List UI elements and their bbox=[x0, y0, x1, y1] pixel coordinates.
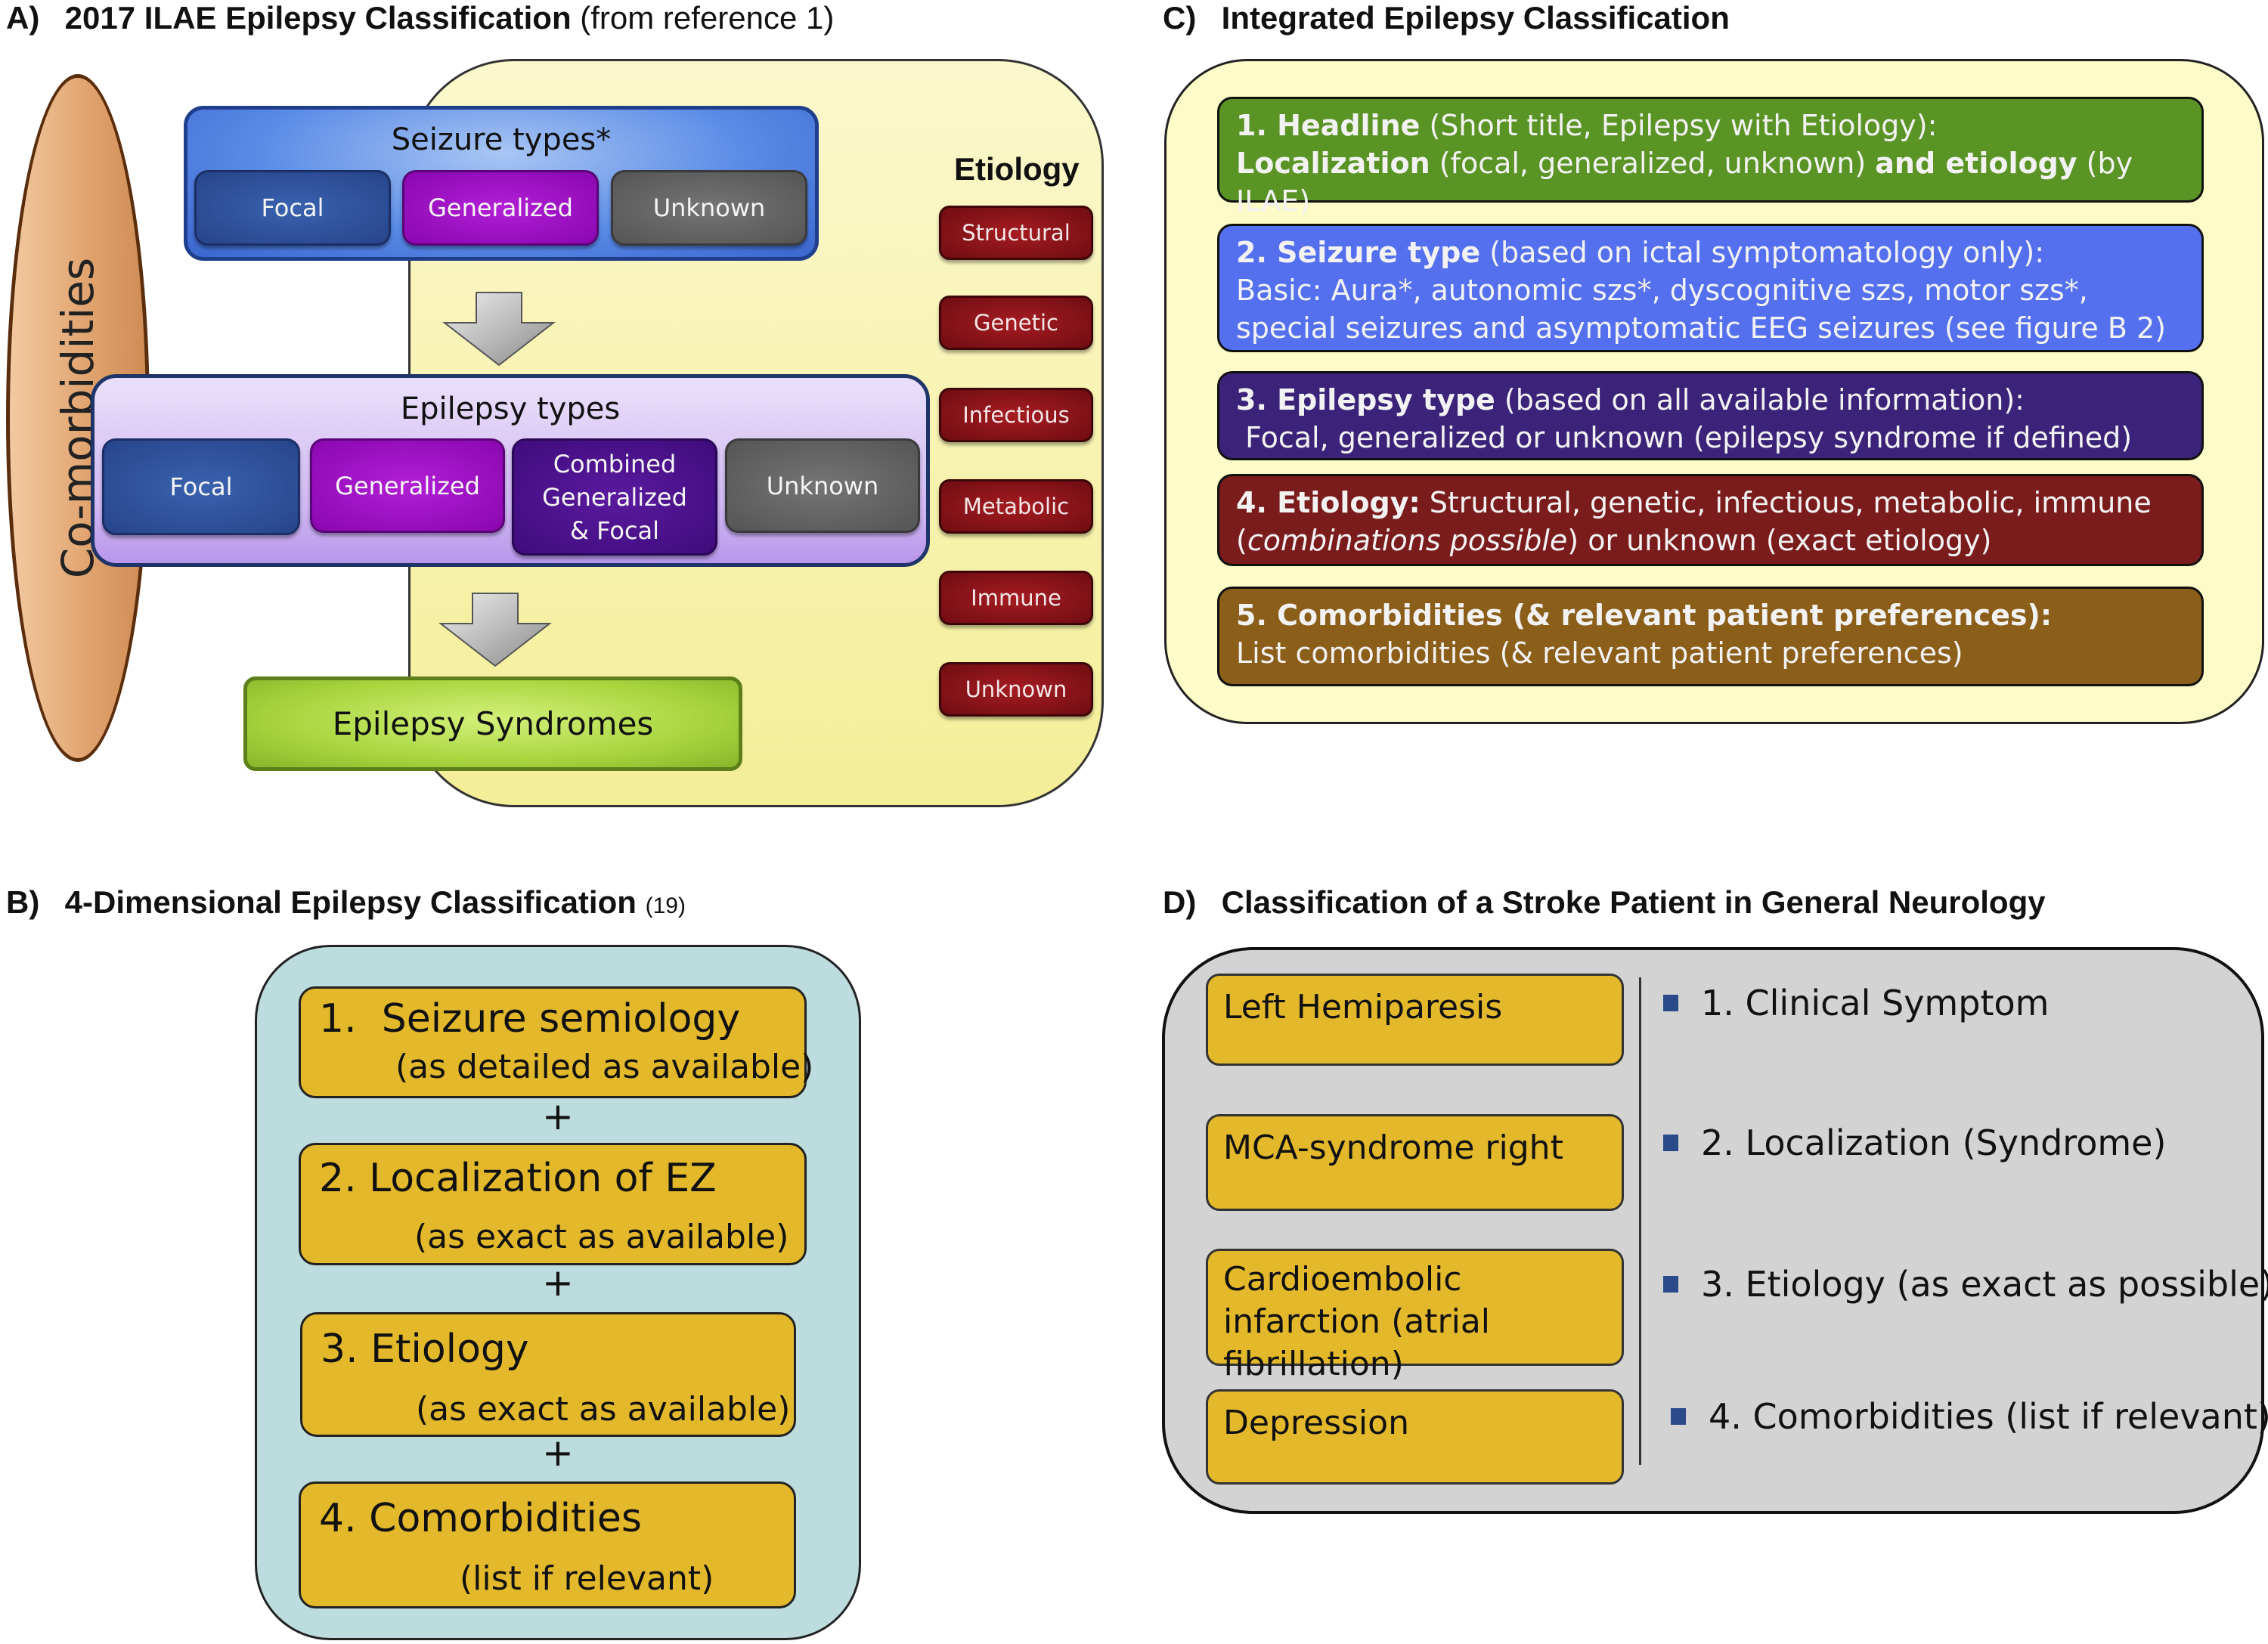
panel-a-title-suffix: (from reference 1) bbox=[580, 0, 835, 36]
bullet-icon bbox=[1663, 1276, 1678, 1293]
seizure-type-generalized: Generalized bbox=[402, 170, 599, 246]
b-row-sub: (as exact as available) bbox=[414, 1218, 789, 1256]
epilepsy-type-focal: Focal bbox=[102, 438, 300, 535]
c-row-epilepsy-type: 3. Epilepsy type (based on all available… bbox=[1217, 371, 2204, 460]
combined-line-3: & Focal bbox=[569, 515, 660, 545]
d-item-comorbidities: 4. Comorbidities (list if relevant) bbox=[1671, 1396, 2268, 1437]
plus-icon: + bbox=[542, 1094, 574, 1138]
c-row-comorbidities: 5. Comorbidities (& relevant patient pre… bbox=[1217, 587, 2204, 686]
divider bbox=[1639, 977, 1641, 1465]
bullet-icon bbox=[1671, 1408, 1686, 1425]
plus-icon: + bbox=[542, 1431, 574, 1475]
panel-c-title-text: Integrated Epilepsy Classification bbox=[1221, 0, 1730, 36]
down-arrow-icon bbox=[442, 292, 556, 367]
etiology-title: Etiology bbox=[954, 151, 1080, 187]
b-row-sub: (as exact as available) bbox=[416, 1390, 791, 1429]
panel-b-title-ref: (19) bbox=[645, 893, 686, 918]
etiology-immune: Immune bbox=[939, 571, 1093, 625]
etiology-row-detail: ) or unknown (exact etiology) bbox=[1567, 524, 1992, 557]
etiology-desc: (by ILAE) bbox=[1236, 147, 2133, 218]
d-item-text: 3. Etiology (as exact as possible) bbox=[1701, 1264, 2268, 1305]
etiology-metabolic: Metabolic bbox=[939, 479, 1093, 534]
b-row-sub: (list if relevant) bbox=[460, 1559, 714, 1598]
d-box-depression: Depression bbox=[1206, 1389, 1624, 1485]
etiology-row-desc: Structural, genetic, infectious, metabol… bbox=[1420, 486, 2152, 519]
b-row-localization: 2. Localization of EZ (as exact as avail… bbox=[299, 1143, 807, 1265]
panel-b-title: B) 4-Dimensional Epilepsy Classification… bbox=[6, 884, 686, 921]
b-row-label: Seizure semiology bbox=[381, 996, 741, 1042]
epilepsy-type-label: 3. Epilepsy type bbox=[1236, 383, 1495, 416]
localization-label: Localization bbox=[1236, 147, 1430, 180]
panel-c-letter: C) bbox=[1163, 0, 1197, 36]
c-row-headline: 1. Headline (Short title, Epilepsy with … bbox=[1217, 97, 2204, 218]
d-item-text: 1. Clinical Symptom bbox=[1701, 983, 2050, 1023]
seizure-type-desc: (based on ictal symptomatology only): bbox=[1480, 236, 2044, 269]
etiology-genetic: Genetic bbox=[939, 296, 1093, 350]
panel-b-title-text: 4-Dimensional Epilepsy Classification bbox=[64, 884, 637, 920]
combinations-possible: combinations possible bbox=[1247, 524, 1568, 557]
d-box-cardioembolic: Cardioembolic infarction (atrial fibrill… bbox=[1206, 1249, 1624, 1383]
localization-desc: (focal, generalized, unknown) bbox=[1430, 147, 1876, 180]
headline-desc: (Short title, Epilepsy with Etiology): bbox=[1420, 109, 1938, 142]
seizure-type-unknown: Unknown bbox=[611, 170, 807, 246]
epilepsy-type-detail: Focal, generalized or unknown (epilepsy … bbox=[1236, 421, 2133, 454]
epilepsy-type-generalized: Generalized bbox=[310, 438, 505, 533]
c-row-seizure-type: 2. Seizure type (based on ictal symptoma… bbox=[1217, 224, 2204, 352]
panel-a-title: A) 2017 ILAE Epilepsy Classification (fr… bbox=[6, 0, 834, 36]
headline-label: 1. Headline bbox=[1236, 109, 1421, 142]
b-row-number: 4. bbox=[319, 1496, 357, 1541]
etiology-label: and etiology bbox=[1875, 147, 2077, 180]
epilepsy-types-title: Epilepsy types bbox=[400, 392, 621, 426]
d-box-left-hemiparesis: Left Hemiparesis bbox=[1206, 974, 1624, 1066]
combined-line-2: Generalized bbox=[542, 482, 687, 512]
epilepsy-type-desc: (based on all available information): bbox=[1495, 383, 2025, 416]
d-item-localization: 2. Localization (Syndrome) bbox=[1663, 1122, 2166, 1163]
b-row-label: Localization of EZ bbox=[369, 1156, 717, 1201]
epilepsy-type-unknown: Unknown bbox=[725, 438, 920, 533]
panel-a-letter: A) bbox=[6, 0, 40, 36]
epilepsy-syndromes-box: Epilepsy Syndromes bbox=[243, 676, 742, 771]
seizure-type-label: 2. Seizure type bbox=[1236, 236, 1481, 269]
d-item-text: 2. Localization (Syndrome) bbox=[1701, 1122, 2167, 1163]
comorbidities-label: 5. Comorbidities (& relevant patient pre… bbox=[1236, 599, 2053, 632]
bullet-icon bbox=[1663, 995, 1678, 1011]
seizure-type-focal: Focal bbox=[194, 170, 391, 246]
seizure-types-title: Seizure types* bbox=[391, 122, 612, 157]
b-row-sub: (as detailed as available) bbox=[395, 1048, 814, 1086]
plus-icon: + bbox=[542, 1261, 574, 1305]
down-arrow-icon bbox=[438, 593, 552, 667]
b-row-seizure-semiology: 1. Seizure semiology (as detailed as ava… bbox=[299, 986, 813, 1098]
d-box-mca-syndrome: MCA-syndrome right bbox=[1206, 1114, 1624, 1211]
d-item-etiology: 3. Etiology (as exact as possible) bbox=[1663, 1264, 2268, 1305]
b-row-number: 2. bbox=[319, 1156, 357, 1201]
etiology-structural: Structural bbox=[939, 206, 1093, 260]
d-item-text: 4. Comorbidities (list if relevant) bbox=[1709, 1396, 2268, 1437]
panel-d-letter: D) bbox=[1163, 884, 1197, 920]
b-row-comorbidities: 4. Comorbidities (list if relevant) bbox=[299, 1481, 796, 1608]
b-row-etiology: 3. Etiology (as exact as available) bbox=[300, 1312, 796, 1437]
bullet-icon bbox=[1663, 1135, 1678, 1151]
combined-line-1: Combined bbox=[553, 449, 677, 478]
c-row-etiology: 4. Etiology: Structural, genetic, infect… bbox=[1217, 474, 2204, 566]
etiology-row-label: 4. Etiology: bbox=[1236, 486, 1421, 519]
paren-open: ( bbox=[1236, 524, 1247, 557]
b-row-number: 3. bbox=[321, 1327, 358, 1372]
seizure-type-detail: Basic: Aura*, autonomic szs*, dyscogniti… bbox=[1236, 274, 2166, 345]
panel-b-letter: B) bbox=[6, 884, 40, 920]
etiology-unknown: Unknown bbox=[939, 662, 1093, 717]
etiology-infectious: Infectious bbox=[939, 388, 1093, 442]
panel-d-title: D) Classification of a Stroke Patient in… bbox=[1163, 884, 2046, 921]
panel-a-title-text: 2017 ILAE Epilepsy Classification bbox=[64, 0, 572, 36]
comorbidities-detail: List comorbidities (& relevant patient p… bbox=[1236, 636, 1963, 670]
b-row-label: Etiology bbox=[370, 1327, 529, 1372]
epilepsy-type-combined: Combined Generalized & Focal bbox=[512, 438, 717, 556]
b-row-label: Comorbidities bbox=[369, 1496, 642, 1541]
panel-c-title: C) Integrated Epilepsy Classification bbox=[1163, 0, 1730, 36]
d-item-clinical-symptom: 1. Clinical Symptom bbox=[1663, 983, 2049, 1023]
b-row-number: 1. bbox=[319, 996, 357, 1042]
panel-d-title-text: Classification of a Stroke Patient in Ge… bbox=[1221, 884, 2046, 920]
